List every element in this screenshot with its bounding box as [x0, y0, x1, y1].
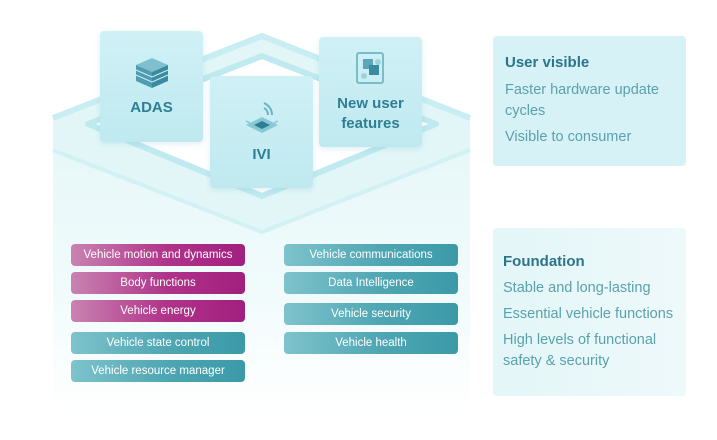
new-features-label-line1: New user — [337, 95, 404, 112]
foundation-line-2: Essential vehicle functions — [503, 306, 674, 322]
pill-vehicle-security: Vehicle security — [284, 303, 458, 325]
pill-data-intelligence: Data Intelligence — [284, 272, 458, 294]
puzzle-icon — [355, 52, 384, 84]
pill-vehicle-state-control: Vehicle state control — [71, 332, 245, 354]
ivi-label: IVI — [252, 146, 271, 163]
foundation-panel: Foundation Stable and long-lasting Essen… — [493, 228, 686, 396]
user-visible-line-1: Faster hardware update — [505, 82, 659, 98]
pill-vehicle-resource-manager: Vehicle resource manager — [71, 360, 245, 382]
adas-label: ADAS — [130, 98, 173, 116]
ivi-card: IVI — [210, 76, 313, 188]
user-visible-line-2: cycles — [505, 103, 546, 119]
user-visible-line-3: Visible to consumer — [505, 129, 632, 145]
user-visible-title: User visible — [505, 54, 590, 71]
user-visible-panel: User visible Faster hardware update cycl… — [493, 36, 686, 166]
foundation-line-3: High levels of functional — [503, 332, 657, 348]
foundation-line-4: safety & security — [503, 353, 610, 369]
foundation-line-1: Stable and long-lasting — [503, 280, 651, 296]
adas-card: ADAS — [100, 31, 203, 142]
pill-body-functions: Body functions — [71, 272, 245, 294]
pill-vehicle-communications: Vehicle communications — [284, 244, 458, 266]
pill-vehicle-motion: Vehicle motion and dynamics — [71, 244, 245, 266]
wireless-chip-icon — [245, 102, 278, 133]
server-stack-icon — [135, 57, 168, 88]
new-features-card: New user features — [319, 37, 422, 147]
foundation-title: Foundation — [503, 253, 585, 270]
new-features-label-line2: features — [341, 115, 400, 132]
pill-vehicle-energy: Vehicle energy — [71, 300, 245, 322]
pill-vehicle-health: Vehicle health — [284, 332, 458, 354]
